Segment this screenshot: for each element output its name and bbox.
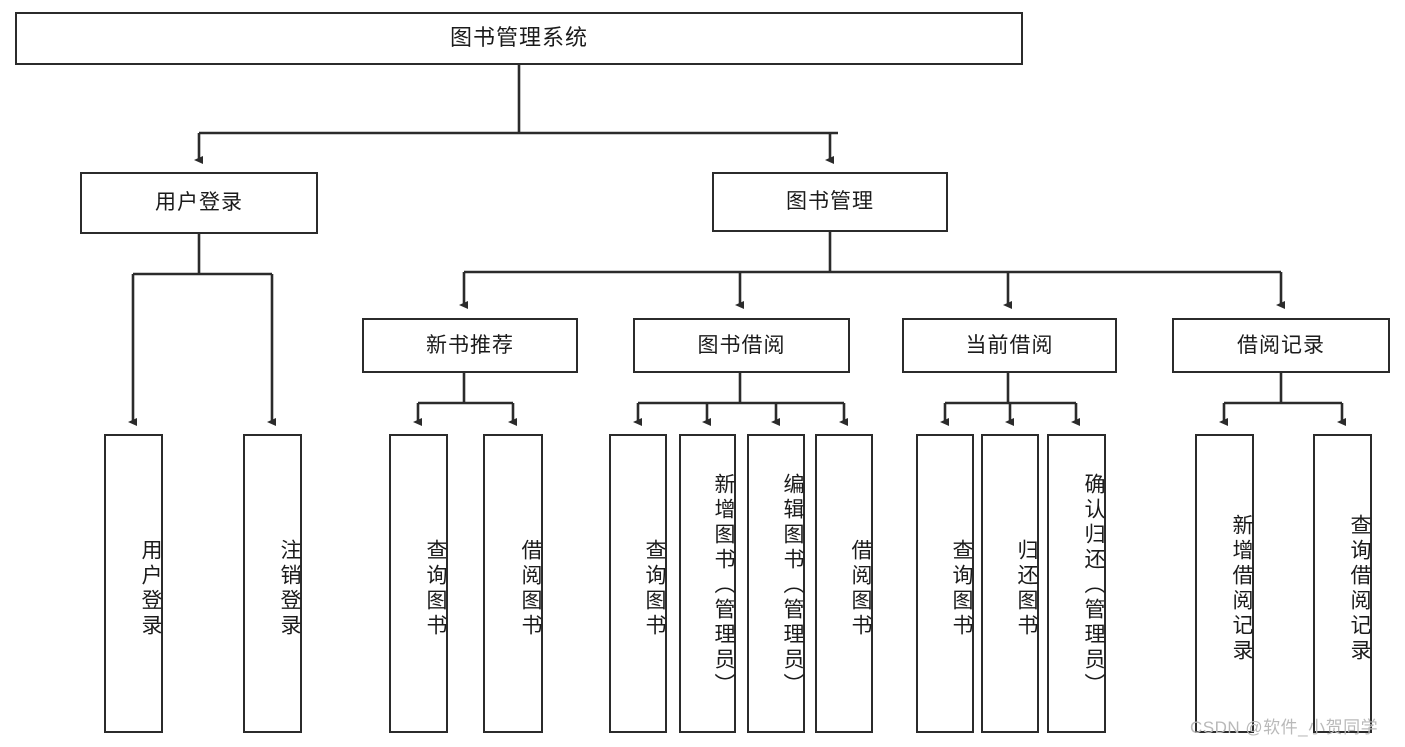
node-leaf-add-borrow-record[interactable]: 新增借阅记录 <box>1195 434 1254 733</box>
node-label: 借阅图书 <box>849 538 872 639</box>
node-label: 查询借阅记录 <box>1348 513 1371 664</box>
node-label: 确认归还（管理员） <box>1082 473 1105 698</box>
node-label: 当前借阅 <box>965 333 1054 357</box>
node-root-system[interactable]: 图书管理系统 <box>15 12 1023 65</box>
node-book-borrow[interactable]: 图书借阅 <box>633 318 850 373</box>
node-label: 借阅记录 <box>1237 333 1325 357</box>
node-leaf-query-borrow-record[interactable]: 查询借阅记录 <box>1313 434 1372 733</box>
node-label: 查询图书 <box>643 538 666 639</box>
node-label: 查询图书 <box>950 538 973 639</box>
node-leaf-query-book-2[interactable]: 查询图书 <box>609 434 667 733</box>
node-leaf-query-book-1[interactable]: 查询图书 <box>389 434 448 733</box>
node-leaf-logout-login[interactable]: 注销登录 <box>243 434 302 733</box>
node-user-login[interactable]: 用户登录 <box>80 172 318 234</box>
node-leaf-confirm-return-admin[interactable]: 确认归还（管理员） <box>1047 434 1106 733</box>
node-leaf-borrow-book-2[interactable]: 借阅图书 <box>815 434 873 733</box>
node-label: 注销登录 <box>278 538 301 639</box>
node-leaf-borrow-book-1[interactable]: 借阅图书 <box>483 434 543 733</box>
node-borrow-record[interactable]: 借阅记录 <box>1172 318 1390 373</box>
node-label: 图书管理系统 <box>449 25 588 51</box>
node-label: 归还图书 <box>1015 538 1038 639</box>
node-label: 新增借阅记录 <box>1230 513 1253 664</box>
node-label: 图书借阅 <box>697 333 786 357</box>
node-current-borrow[interactable]: 当前借阅 <box>902 318 1117 373</box>
node-leaf-add-book-admin[interactable]: 新增图书（管理员） <box>679 434 736 733</box>
node-leaf-user-login[interactable]: 用户登录 <box>104 434 163 733</box>
node-new-book-recommend[interactable]: 新书推荐 <box>362 318 578 373</box>
node-label: 新增图书（管理员） <box>712 473 735 698</box>
node-leaf-return-book[interactable]: 归还图书 <box>981 434 1039 733</box>
node-label: 用户登录 <box>139 538 162 639</box>
node-label: 新书推荐 <box>426 333 514 357</box>
node-label: 借阅图书 <box>519 538 542 639</box>
node-label: 图书管理 <box>786 190 874 214</box>
node-book-manage[interactable]: 图书管理 <box>712 172 948 232</box>
node-label: 用户登录 <box>155 191 243 215</box>
node-label: 查询图书 <box>424 538 447 639</box>
node-leaf-edit-book-admin[interactable]: 编辑图书（管理员） <box>747 434 805 733</box>
node-label: 编辑图书（管理员） <box>781 473 804 698</box>
node-leaf-query-book-3[interactable]: 查询图书 <box>916 434 974 733</box>
